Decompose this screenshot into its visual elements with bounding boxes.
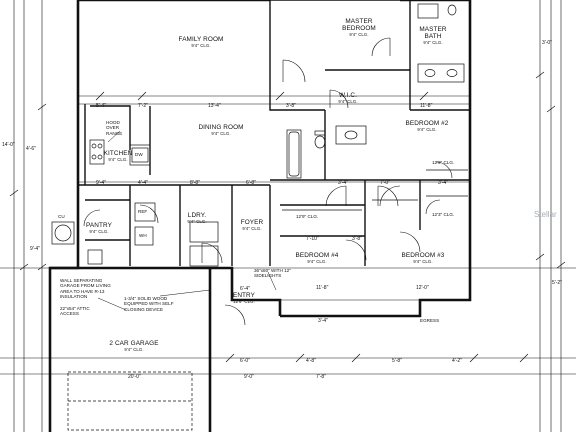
watermark: Stellar — [534, 210, 557, 219]
room-foyer: FOYER 9'4" CLG. — [236, 219, 268, 231]
room-master-ceiling: 9'4" CLG. — [349, 32, 369, 37]
room-pantry-ceiling: 9'4" CLG. — [89, 229, 109, 234]
dim-14: 7'-10" — [306, 236, 319, 242]
dim-19: 6'-0" — [240, 358, 250, 364]
closet1-label: 12'9" CLG. — [296, 214, 319, 219]
wh-label: WH — [139, 233, 147, 238]
hood-label: HOOD OVER RANGE — [106, 120, 123, 136]
room-garage-name: 2 CAR GARAGE — [109, 340, 159, 347]
solid-door-note: 1-3/4" SOLID WOOD EQUIPPED WITH SELF CLO… — [124, 296, 174, 312]
room-laundry-name: LDRY. — [187, 212, 207, 219]
room-laundry-ceiling: 9'4" CLG. — [187, 219, 207, 224]
room-wic: W.I.C. 9'4" CLG. — [330, 92, 366, 104]
ref-label: REF — [138, 209, 148, 214]
room-kitchen-name: KITCHEN — [103, 150, 133, 157]
closet2-label: 12'9" CLG. — [432, 160, 455, 165]
dim-25: 4'-2" — [452, 358, 462, 364]
dim-11: 7'-0" — [380, 180, 390, 186]
dim-10: 6'-8" — [246, 180, 256, 186]
room-bed4-name: BEDROOM #4 — [295, 252, 339, 259]
room-garage-ceiling: 9'4" CLG. — [124, 347, 144, 352]
room-pantry: PANTRY 9'4" CLG. — [84, 222, 114, 234]
dim-16: 12'-0" — [416, 285, 429, 291]
dim-23: 7'-8" — [316, 374, 326, 380]
dim-24: 9'-0" — [244, 374, 254, 380]
room-bed4-ceiling: 9'4" CLG. — [307, 259, 327, 264]
room-master: MASTER BEDROOM 9'4" CLG. — [330, 18, 388, 37]
room-foyer-name: FOYER — [240, 219, 264, 226]
dim-28: 5'-2" — [552, 280, 562, 286]
attic-access-note: 22"x54" ATTIC ACCESS — [60, 306, 90, 317]
room-bed3-ceiling: 9'4" CLG. — [413, 259, 433, 264]
room-foyer-ceiling: 9'4" CLG. — [242, 226, 262, 231]
room-dining-ceiling: 9'4" CLG. — [211, 131, 231, 136]
egress-note: EGRESS — [420, 318, 440, 323]
room-bed4: BEDROOM #4 9'4" CLG. — [294, 252, 340, 264]
room-family: FAMILY ROOM 9'4" CLG. — [170, 36, 232, 48]
room-entry-ceiling: 12'6" CLG. — [233, 299, 255, 304]
dim-26: 4'-6" — [26, 146, 36, 152]
dim-8: 3'-4" — [338, 180, 348, 186]
room-garage: 2 CAR GARAGE 9'4" CLG. — [108, 340, 160, 352]
dim-15: 11'-8" — [316, 285, 329, 291]
room-wic-name: W.I.C. — [339, 92, 357, 99]
dim-22: 5'-8" — [392, 358, 402, 364]
dim-27: 14'-0" — [2, 142, 15, 148]
room-kitchen-ceiling: 9'4" CLG. — [108, 157, 128, 162]
dim-6: 9'-4" — [96, 180, 106, 186]
dim-2: 13'-4" — [208, 103, 221, 109]
room-pantry-name: PANTRY — [86, 222, 112, 229]
room-bed3: BEDROOM #3 9'4" CLG. — [400, 252, 446, 264]
room-bed2-name: BEDROOM #2 — [405, 120, 449, 127]
dim-3: 3'-8" — [286, 103, 296, 109]
room-laundry: LDRY. 9'4" CLG. — [183, 212, 211, 224]
room-mbath-ceiling: 9'4" CLG. — [423, 40, 443, 45]
garage-wall-note: WALL SEPARATING GARAGE FROM LIVING AREA … — [60, 278, 111, 300]
dim-9: 8'-8" — [190, 180, 200, 186]
dim-30: 9'-4" — [30, 246, 40, 252]
room-bed2-ceiling: 9'4" CLG. — [417, 127, 437, 132]
room-master-name: MASTER BEDROOM — [342, 18, 376, 32]
room-kitchen: KITCHEN 9'4" CLG. — [102, 150, 134, 162]
room-entry-name: ENTRY — [232, 292, 256, 299]
cu-label: CU — [58, 214, 65, 219]
dim-1: 5'-4" — [96, 103, 106, 109]
room-mbath-name: MASTER BATH — [419, 26, 447, 40]
dim-13: 3'-8" — [352, 236, 362, 242]
room-dining-name: DINING ROOM — [198, 124, 244, 131]
sidelights-note: 36"x80" WITH 12" SIDELIGHTS — [254, 268, 291, 279]
room-entry: ENTRY 12'6" CLG. — [228, 292, 260, 304]
dim-7: 4'-4" — [138, 180, 148, 186]
dim-20: 4'-8" — [306, 358, 316, 364]
dim-17: 6'-4" — [240, 286, 250, 292]
dim-29: 3'-0" — [542, 40, 552, 46]
room-bed3-name: BEDROOM #3 — [401, 252, 445, 259]
dim-5: 7'-2" — [138, 103, 148, 109]
dw-label: DW — [135, 152, 143, 157]
room-wic-ceiling: 9'4" CLG. — [338, 99, 358, 104]
room-mbath: MASTER BATH 9'4" CLG. — [412, 26, 454, 45]
closet3-label: 12'3" CLG. — [432, 212, 455, 217]
room-dining: DINING ROOM 9'4" CLG. — [190, 124, 252, 136]
room-family-ceiling: 9'4" CLG. — [191, 43, 211, 48]
dim-12: 3'-4" — [438, 180, 448, 186]
room-family-name: FAMILY ROOM — [178, 36, 224, 43]
dim-18: 3'-4" — [318, 318, 328, 324]
dim-4: 11'-8" — [420, 103, 433, 109]
room-bed2: BEDROOM #2 9'4" CLG. — [404, 120, 450, 132]
dim-21: 20'-0" — [128, 374, 141, 380]
